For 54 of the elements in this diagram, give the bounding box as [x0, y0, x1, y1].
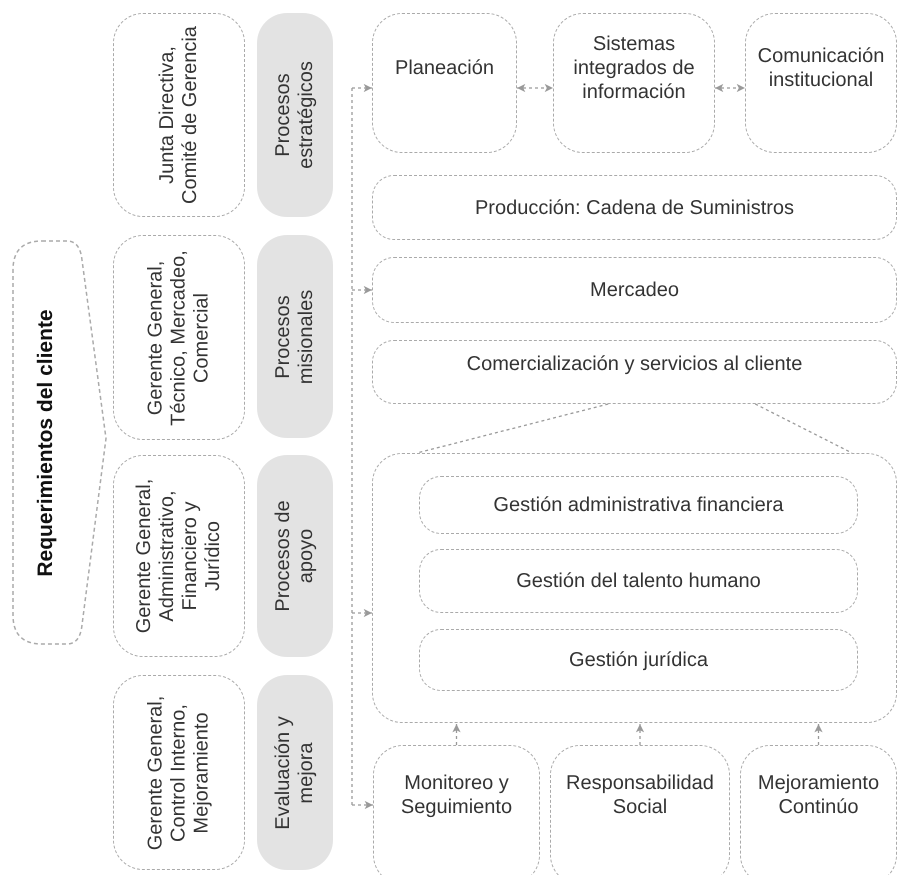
box-label: Comunicación institucional — [756, 44, 886, 92]
box-label: Gerente General, Control Interno, Mejoramiento — [144, 694, 214, 852]
process-category-pill — [257, 675, 333, 870]
support-group-box — [372, 453, 897, 723]
box-label: Responsabilidad Social — [565, 771, 715, 819]
arrow — [814, 724, 823, 745]
callout-title: Requerimientos del cliente — [33, 308, 58, 578]
process-box — [419, 549, 858, 613]
role-box — [113, 675, 245, 870]
role-box — [113, 13, 245, 217]
arrow — [352, 800, 373, 810]
connector-trunk — [351, 88, 353, 805]
zoom-line — [416, 403, 853, 454]
box-label: Gestión del talento humano — [515, 569, 762, 593]
arrow — [517, 84, 553, 92]
process-box — [740, 745, 897, 875]
box-label: Gestión jurídica — [568, 648, 709, 672]
box-label: Procesos misionales — [272, 288, 318, 386]
arrow — [636, 724, 644, 745]
box-label: Comercialización y servicios al cliente — [466, 352, 804, 376]
box-label: Procesos estratégicos — [272, 60, 318, 171]
box-label: Gerente General, Técnico, Mercadeo, Comercial — [144, 248, 214, 428]
process-category-pill — [257, 235, 333, 438]
box-label: Mercadeo — [589, 278, 680, 302]
role-box — [113, 235, 245, 440]
process-box — [373, 745, 540, 875]
process-box — [372, 13, 517, 153]
box-label: Gerente General, Administrativo, Financiero y Jurídico — [133, 478, 225, 636]
box-label: Monitoreo y Seguimiento — [400, 771, 514, 819]
arrow — [352, 608, 372, 618]
process-box — [745, 13, 897, 153]
process-category-pill — [257, 13, 333, 217]
process-box — [419, 629, 858, 691]
arrow — [452, 724, 461, 745]
box-label: Junta Directiva, Comité de Gerencia — [156, 25, 202, 206]
process-box — [419, 476, 858, 534]
process-box — [372, 257, 897, 323]
speech-callout — [12, 240, 107, 645]
arrow — [352, 84, 372, 92]
box-label: Mejoramiento Continúo — [756, 771, 880, 819]
box-label: Procesos de apoyo — [272, 499, 318, 614]
box-label: Planeación — [394, 56, 495, 80]
role-box — [113, 455, 245, 657]
arrow — [352, 286, 372, 294]
process-box — [372, 175, 897, 240]
process-box — [553, 13, 715, 153]
process-box — [372, 340, 897, 404]
box-label: Gestión administrativa financiera — [492, 493, 785, 517]
arrow — [715, 84, 745, 92]
box-label: Evaluación y mejora — [272, 714, 318, 832]
process-box — [550, 745, 730, 875]
box-label: Sistemas integrados de información — [572, 32, 696, 104]
box-label: Producción: Cadena de Suministros — [474, 196, 796, 220]
process-category-pill — [257, 455, 333, 657]
